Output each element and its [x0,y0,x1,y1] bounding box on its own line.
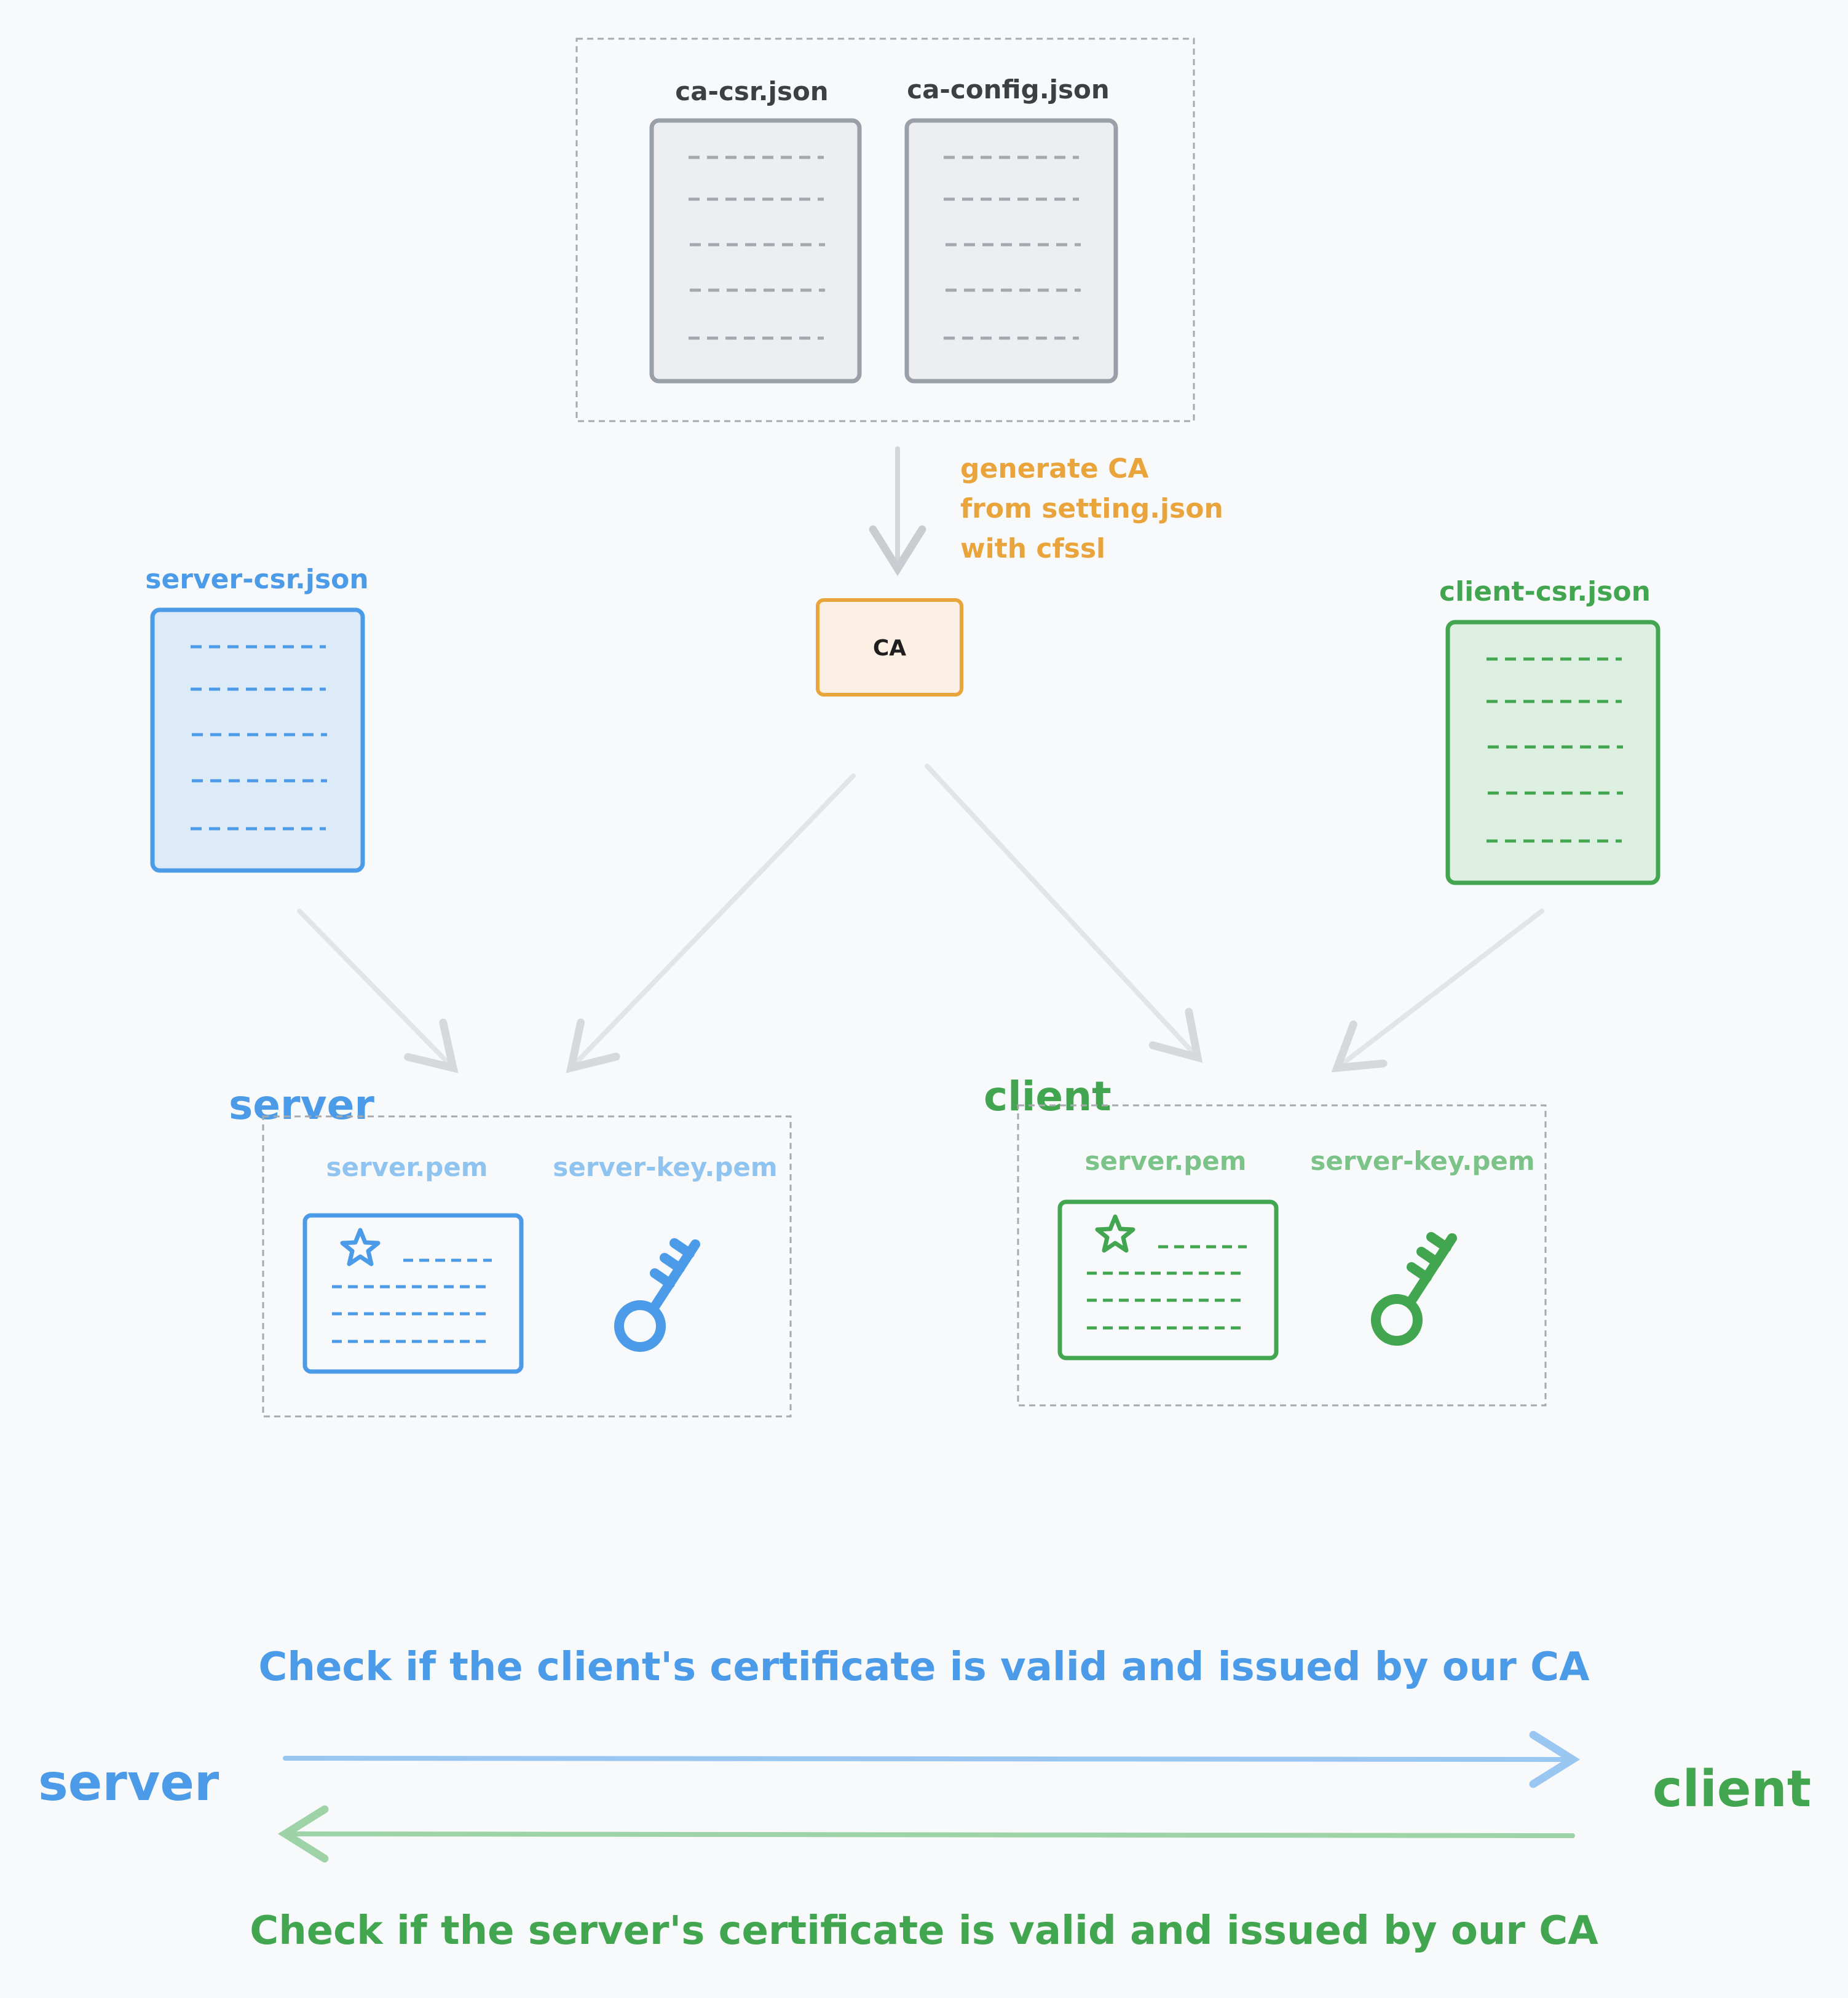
generate-ca-note-line-3: with cfssl [960,533,1105,564]
server-to-client-arrow-icon [283,1731,1581,1788]
client-group-border [1017,1104,1547,1407]
generate-ca-note-line-1: generate CA [960,453,1148,484]
client-output-group: client server.pem server-key.pem [984,1073,1547,1407]
exchange-right-party: client [1653,1760,1811,1818]
server-to-client-caption: Check if the client's certificate is val… [258,1645,1590,1690]
client-group-title: client [984,1073,1112,1120]
flow-arrows [297,764,1544,1073]
server-output-group: server server.pem server-key.pem [229,1081,792,1418]
server-csr-to-server-arrow-icon [297,909,459,1073]
server-key-label: server-key.pem [553,1152,777,1182]
server-key-icon [614,1238,700,1352]
ca-config-label: ca-config.json [907,74,1110,105]
star-icon [1095,1214,1135,1253]
ca-csr-label: ca-csr.json [675,76,828,106]
client-to-server-caption: Check if the server's certificate is val… [250,1908,1598,1954]
client-key-icon [1371,1232,1457,1346]
ca-to-server-arrow-icon [566,773,856,1073]
exchange-left-party: server [38,1754,219,1812]
ca-to-client-arrow-icon [925,764,1203,1063]
client-csr-to-client-arrow-icon [1331,909,1544,1073]
ca-box: CA [816,598,963,697]
generate-ca-note-line-2: from setting.json [960,493,1223,524]
ca-input-group: ca-csr.json ca-config.json [575,38,1195,422]
ca-input-group-border [575,38,1195,422]
client-to-server-arrow-icon [277,1805,1575,1863]
server-certificate-icon [302,1213,524,1374]
mutual-tls-exchange: Check if the client's certificate is val… [38,1645,1811,1954]
client-key-label: server-key.pem [1310,1146,1534,1176]
client-csr-label: client-csr.json [1439,576,1651,607]
server-group-title: server [229,1081,374,1129]
server-cert-label: server.pem [326,1152,488,1182]
ca-box-label: CA [873,636,906,661]
star-icon [340,1228,381,1266]
server-csr-document-icon [150,607,365,873]
server-group-border [262,1115,792,1418]
server-csr-label: server-csr.json [145,564,368,595]
client-cert-label: server.pem [1084,1146,1246,1176]
client-csr-document-icon [1445,620,1660,885]
generate-ca-note: generate CA from setting.json with cfssl [960,453,1223,564]
ca-config-document-icon [904,118,1118,384]
ca-csr-document-icon [649,118,862,384]
client-certificate-icon [1057,1199,1279,1360]
